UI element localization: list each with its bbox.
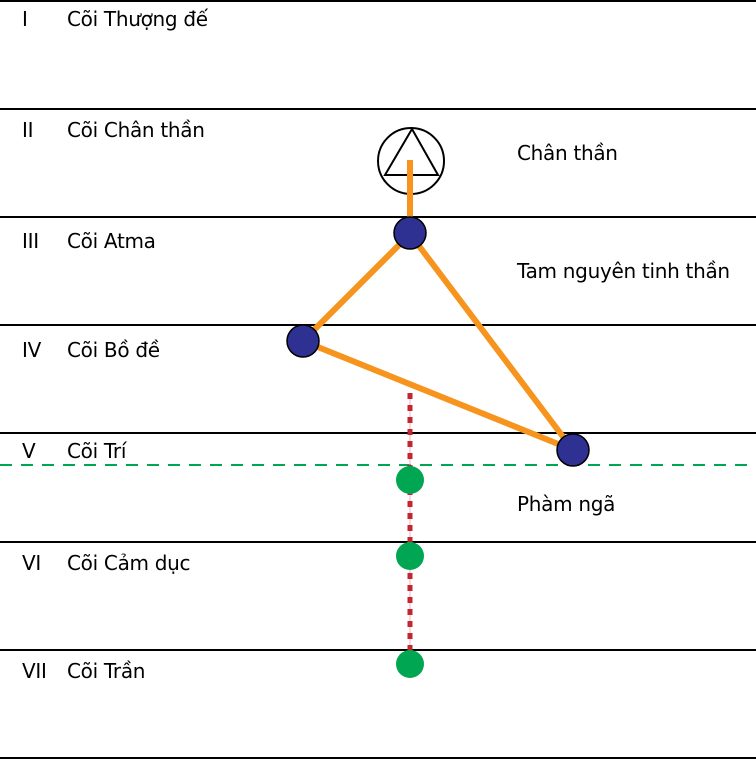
triad-node-manas (556, 433, 590, 467)
plane-name: Cõi Trí (67, 439, 127, 463)
personality-node-astral (396, 542, 424, 570)
plane-numeral: II (22, 118, 34, 142)
triad-lines (300, 160, 576, 453)
plane-numeral: III (22, 229, 39, 253)
plane-numeral: V (22, 439, 36, 463)
plane-name: Cõi Trần (67, 659, 146, 683)
triad-line-atma-buddhi (300, 231, 413, 344)
plane-numeral: VII (22, 659, 47, 683)
personality-node-physical (396, 650, 424, 678)
plane-name: Cõi Bồ đề (67, 338, 160, 362)
plane-numeral: VI (22, 551, 41, 575)
triad-node-buddhi (286, 324, 320, 358)
triad-line-buddhi-manas (301, 338, 575, 453)
personality-node-mental (396, 466, 424, 494)
plane-name: Cõi Thượng đế (67, 7, 208, 31)
group-label-monad: Chân thần (517, 141, 618, 165)
monad-symbol-icon (377, 126, 445, 195)
triad-line-atma-manas (407, 232, 576, 452)
plane-numeral: I (22, 7, 28, 31)
plane-name: Cõi Atma (67, 229, 156, 253)
plane-numeral: IV (22, 338, 41, 362)
triad-node-atma (393, 216, 427, 250)
plane-name: Cõi Chân thần (67, 118, 205, 142)
plane-name: Cõi Cảm dục (67, 551, 191, 575)
group-label-triad: Tam nguyên tinh thần (517, 259, 730, 283)
group-label-personality: Phàm ngã (517, 492, 616, 516)
